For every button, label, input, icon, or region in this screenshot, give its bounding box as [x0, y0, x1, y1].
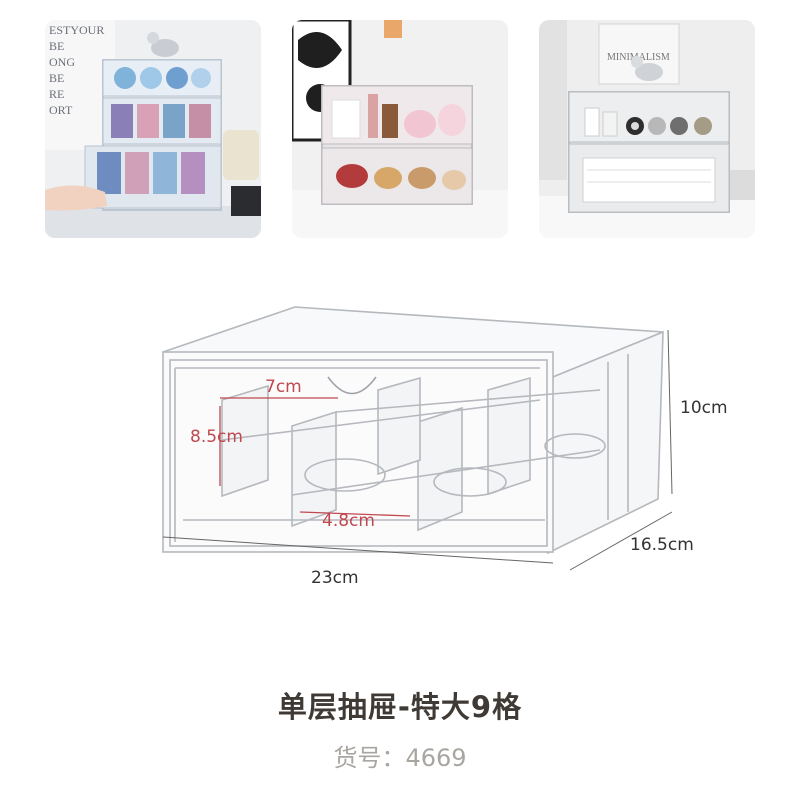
height-label: 10cm: [680, 398, 728, 418]
drawer-case-outline: [162, 306, 664, 555]
depth-label: 16.5cm: [630, 535, 694, 555]
width-label: 23cm: [311, 568, 359, 588]
inner-dimension-lines: [219, 397, 411, 517]
poster-text-line: BE: [49, 71, 64, 85]
lifestyle-photo-cosmetics: [292, 20, 508, 238]
stationery-scene: MINIMALISM: [539, 20, 755, 238]
poster-text-line: ESTYOUR: [49, 23, 104, 37]
cosmetics-scene: [292, 20, 508, 238]
dimension-lines: [162, 329, 673, 571]
poster-text-line: BE: [49, 39, 64, 53]
poster-text-line: ONG: [49, 55, 75, 69]
product-dimension-diagram: 10cm 16.5cm 23cm 7cm 8.5cm 4.8cm: [162, 306, 728, 588]
small-compartment-label: 4.8cm: [322, 511, 375, 531]
small-compartment-line: [299, 511, 411, 517]
width-dimension-line: [162, 536, 554, 564]
poster-text-line: ORT: [49, 103, 73, 117]
compartment-height-label: 8.5cm: [190, 427, 243, 447]
cards-scene: ESTYOUR BE ONG BE RE ORT: [45, 20, 261, 238]
height-dimension-line: [667, 329, 673, 495]
lifestyle-photo-cards: ESTYOUR BE ONG BE RE ORT: [45, 20, 261, 238]
depth-dimension-line: [569, 511, 673, 571]
product-sku: 货号：4669: [333, 744, 467, 772]
poster-text-line: RE: [49, 87, 64, 101]
compartment-width-label: 7cm: [265, 377, 302, 397]
product-title: 单层抽屉-特大9格: [277, 690, 523, 724]
lifestyle-photo-stationery: MINIMALISM: [539, 20, 755, 238]
